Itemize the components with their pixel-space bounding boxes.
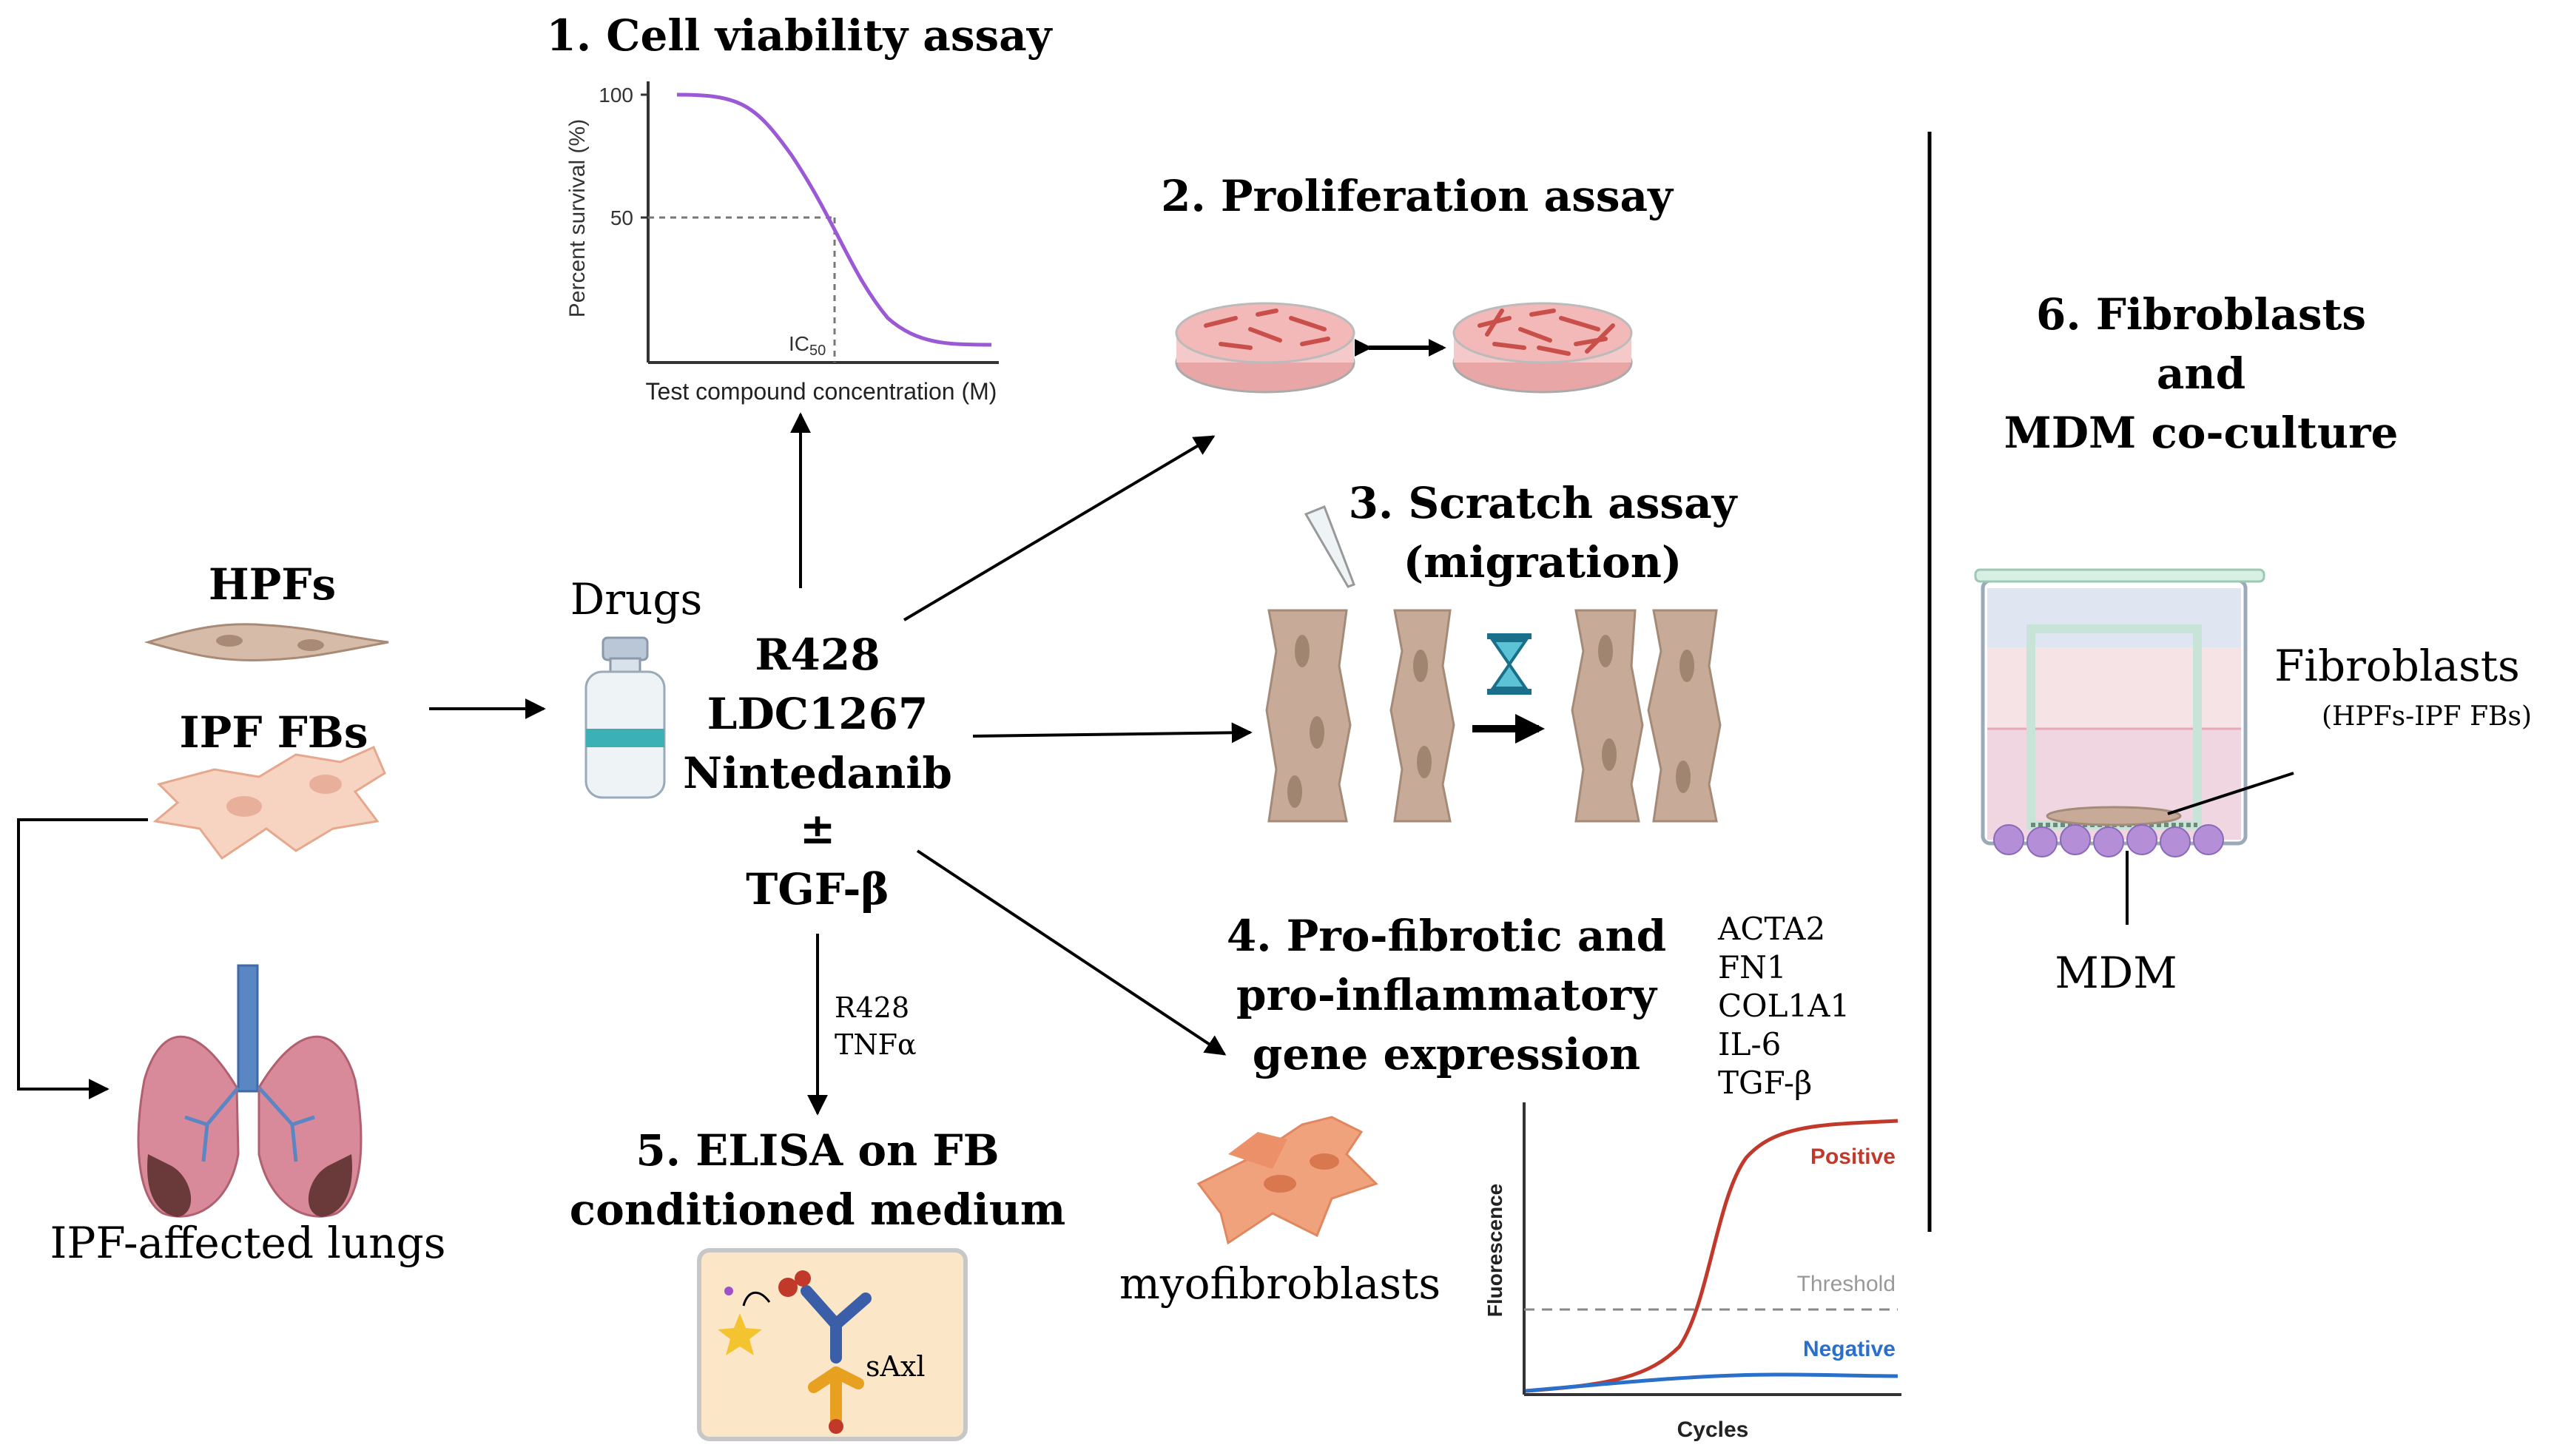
drug-list: R428 LDC1267 Nintedanib ± TGF-β: [683, 630, 952, 914]
gene-item: FN1: [1718, 949, 1787, 985]
elisa-arrow-label-tnfa: TNFα: [835, 1028, 917, 1061]
drug-vial-icon: [584, 636, 666, 799]
gene-title-line3: gene expression: [1253, 1029, 1640, 1079]
pipette-tip-icon: [1304, 505, 1355, 588]
gene-item: ACTA2: [1717, 911, 1825, 947]
drugs-label: Drugs: [570, 574, 702, 624]
arrow-to-scratch: [972, 722, 1253, 744]
fibroblast-to-lungs-connector: [17, 818, 148, 1099]
qpcr-y-label: Fluorescence: [1483, 1184, 1506, 1318]
proliferation-title: 2. Proliferation assay: [1161, 171, 1674, 221]
ipf-fbs-label: IPF FBs: [180, 707, 368, 758]
viability-tick-50: 50: [610, 206, 633, 229]
elisa-well: sAxl: [697, 1248, 968, 1441]
viability-tick-100: 100: [599, 84, 633, 107]
coculture-fibroblasts-sub: (HPFs-IPF FBs): [2322, 701, 2532, 732]
coculture-title-line2: and: [2157, 348, 2245, 399]
scratch-cell-layers-after: [1571, 609, 1722, 823]
elisa-title-line1: 5. ELISA on FB: [636, 1125, 999, 1176]
arrow-to-proliferation: [903, 435, 1216, 621]
viability-title: 1. Cell viability assay: [547, 10, 1054, 61]
qpcr-chart: Fluorescence Cycles Threshold Positive N…: [1483, 1102, 1901, 1442]
gene-item: COL1A1: [1718, 988, 1850, 1024]
star-icon: [718, 1313, 762, 1355]
scratch-title-line2: (migration): [1404, 537, 1682, 587]
qpcr-negative-label: Negative: [1803, 1337, 1896, 1361]
viability-sigmoid-curve: [676, 92, 992, 347]
petri-dish-left: [1175, 302, 1355, 394]
viability-chart: 100 50 Percent survival (%) Test compoun…: [565, 81, 999, 405]
gene-title-line1: 4. Pro-fibrotic and: [1227, 911, 1666, 961]
drug-item: Nintedanib: [683, 748, 952, 798]
qpcr-x-label: Cycles: [1677, 1418, 1749, 1442]
sAxl-label: sAxl: [866, 1350, 926, 1383]
ipf-fibroblast-cells: [152, 746, 386, 860]
viability-x-label: Test compound concentration (M): [646, 378, 997, 405]
arrow-to-gene-expression: [916, 849, 1227, 1056]
gene-item: TGF-β: [1718, 1065, 1812, 1101]
drug-item: TGF-β: [746, 864, 889, 914]
gene-title-line2: pro-inflammatory: [1236, 970, 1658, 1020]
hpf-cells: [144, 623, 389, 661]
scratch-title-line1: 3. Scratch assay: [1349, 478, 1739, 528]
ic50-label-sub: 50: [809, 343, 826, 359]
drug-item: LDC1267: [707, 689, 929, 739]
coculture-mdm-label: MDM: [2055, 948, 2177, 998]
coculture-title-line1: 6. Fibroblasts: [2036, 289, 2366, 340]
hpfs-label: HPFs: [209, 559, 336, 610]
ic50-label-main: IC: [789, 332, 809, 355]
viability-y-label: Percent survival (%): [565, 119, 590, 317]
elisa-title-line2: conditioned medium: [570, 1184, 1065, 1235]
qpcr-negative-curve: [1525, 1372, 1898, 1393]
scratch-cell-layers-before: [1265, 609, 1455, 823]
ic50-label: IC50: [789, 332, 826, 359]
drug-item: R428: [755, 630, 880, 680]
antibody-icon: [778, 1270, 872, 1434]
gene-item: IL-6: [1718, 1026, 1781, 1062]
qpcr-positive-label: Positive: [1810, 1145, 1896, 1169]
gene-list: ACTA2 FN1 COL1A1 IL-6 TGF-β: [1717, 911, 1850, 1101]
elisa-arrow-label-r428: R428: [835, 991, 909, 1024]
fibroblasts-pointer: [2167, 772, 2294, 815]
drug-item: ±: [800, 803, 836, 854]
lungs-icon: [137, 964, 363, 1218]
coculture-title-line3: MDM co-culture: [2004, 408, 2399, 458]
hourglass-icon: [1487, 633, 1532, 695]
coculture-fibroblasts-label: Fibroblasts: [2274, 641, 2520, 691]
qpcr-positive-curve: [1525, 1119, 1898, 1393]
myofibroblasts-label: myofibroblasts: [1119, 1258, 1441, 1309]
transwell-insert-icon: [1974, 568, 2265, 857]
petri-dish-right: [1452, 302, 1633, 394]
qpcr-threshold-label: Threshold: [1797, 1272, 1896, 1296]
lungs-label: IPF-affected lungs: [50, 1218, 445, 1268]
myofibroblast-cells: [1196, 1116, 1378, 1245]
